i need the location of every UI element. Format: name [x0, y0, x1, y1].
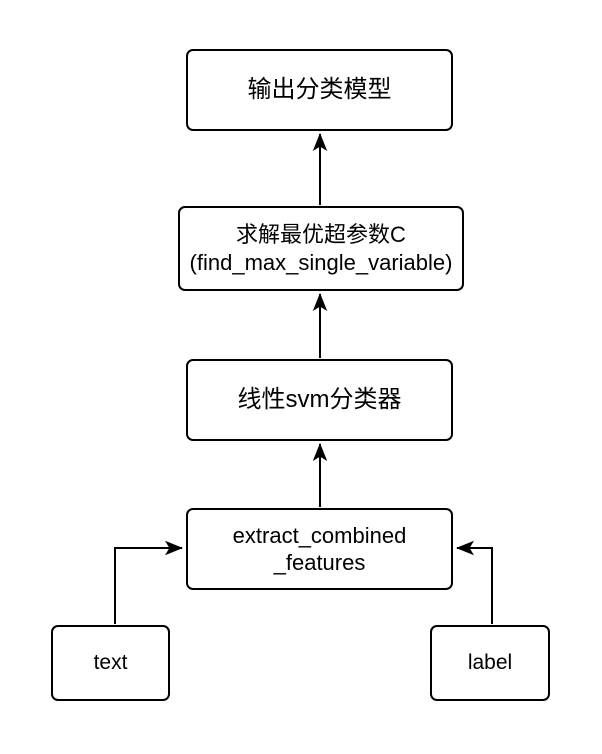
node-find-max-single-variable[interactable]: 求解最优超参数C (find_max_single_variable) [178, 206, 464, 291]
node-label[interactable]: label [430, 625, 550, 701]
node-linear-svm-classifier[interactable]: 线性svm分类器 [186, 359, 453, 441]
node-find-max-single-variable-label: 求解最优超参数C (find_max_single_variable) [189, 222, 453, 275]
node-extract-combined-features[interactable]: extract_combined _features [186, 508, 453, 590]
node-text[interactable]: text [51, 625, 170, 701]
node-extract-combined-features-label: extract_combined _features [232, 522, 407, 576]
edge-label-to-extract-features [456, 540, 493, 624]
node-text-label: text [93, 650, 128, 674]
node-linear-svm-classifier-label: 线性svm分类器 [237, 386, 402, 413]
edge-text-to-extract-features [114, 540, 183, 624]
node-output-model-label: 输出分类模型 [247, 76, 392, 103]
node-output-model[interactable]: 输出分类模型 [186, 49, 453, 131]
node-label-label: label [467, 650, 513, 674]
